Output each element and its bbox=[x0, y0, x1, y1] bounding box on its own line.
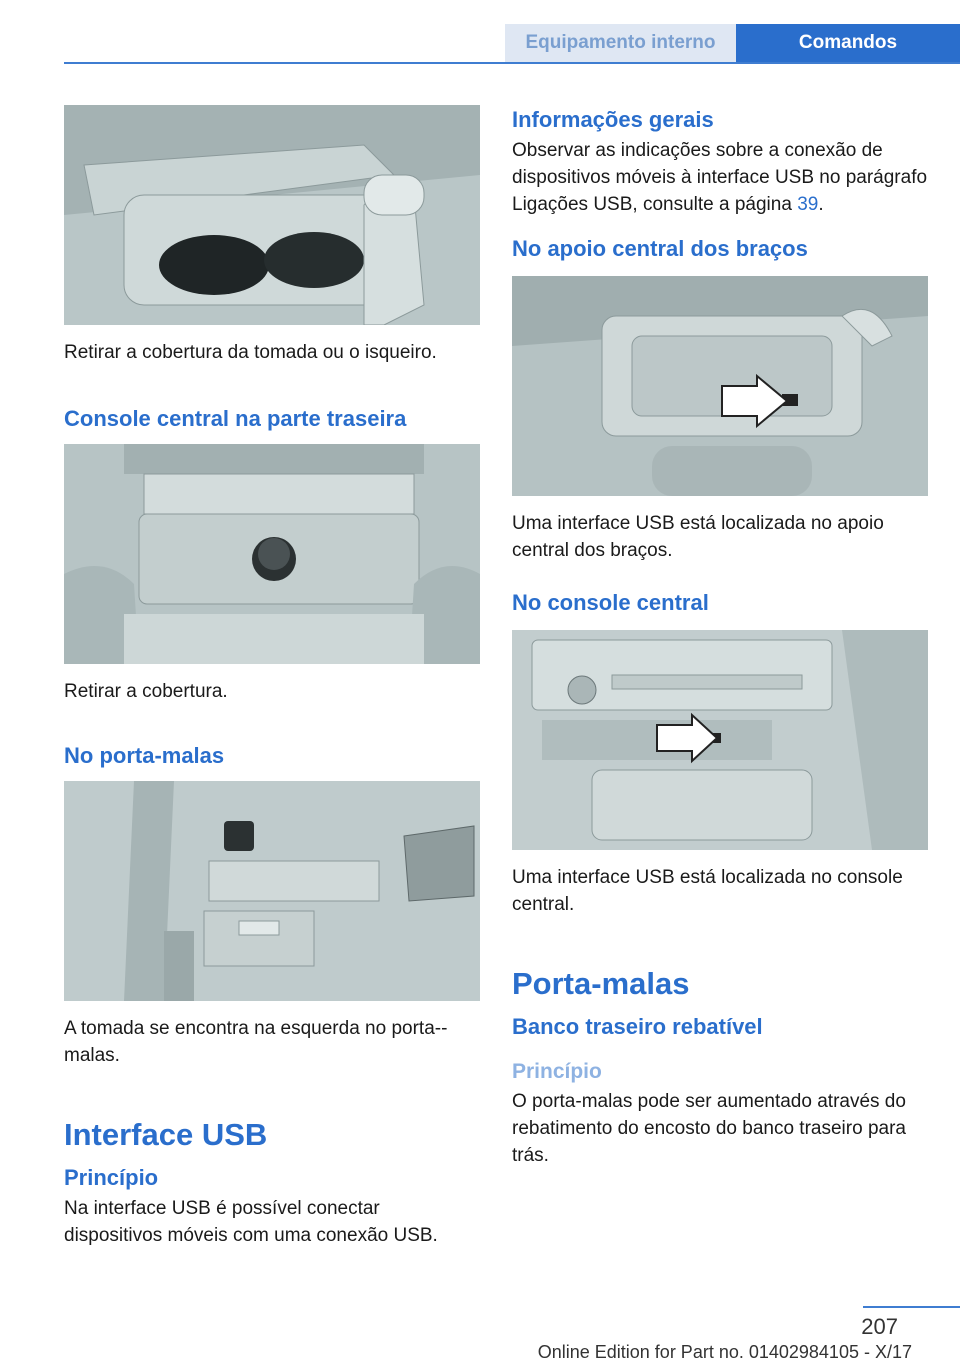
text-general-post: . bbox=[818, 194, 824, 215]
heading-principle-trunk: Princípio bbox=[512, 1060, 602, 1083]
page-link[interactable]: 39 bbox=[797, 194, 819, 215]
heading-center-console: No console central bbox=[512, 590, 709, 615]
heading-armrest: No apoio central dos braços bbox=[512, 236, 808, 261]
caption-socket: Retirar a cobertura da tomada ou o isque… bbox=[64, 342, 437, 363]
heading-principle-usb: Princípio bbox=[64, 1165, 159, 1190]
page-header: Equipamento interno Comandos bbox=[0, 0, 960, 64]
figure-rear-console bbox=[64, 444, 480, 664]
text-principle-trunk: O porta-malas pode ser aumentado através… bbox=[512, 1091, 906, 1166]
text-principle-usb: Na interface USB é possível conectar dis… bbox=[64, 1198, 438, 1246]
figure-armrest-usb bbox=[512, 276, 928, 496]
page-number: 207 bbox=[861, 1314, 898, 1339]
heading-trunk-socket: No porta-malas bbox=[64, 743, 225, 768]
text-general-info: Observar as indicações sobre a conexão d… bbox=[512, 137, 928, 218]
caption-armrest: Uma interface USB está localizada no apo… bbox=[512, 513, 884, 561]
edition-note: Online Edition for Part no. 01402984105 … bbox=[537, 1342, 912, 1362]
right-column: Informações gerais Observar as indicaçõe… bbox=[512, 105, 928, 1169]
caption-console: Uma interface USB está localizada no con… bbox=[512, 867, 903, 915]
figure-trunk-socket bbox=[64, 781, 480, 1001]
section-tab[interactable]: Equipamento interno bbox=[505, 24, 736, 62]
left-column: Retirar a cobertura da tomada ou o isque… bbox=[64, 105, 480, 1249]
heading-folding-seat: Banco traseiro rebatível bbox=[512, 1014, 763, 1039]
text-general-pre: Observar as indicações sobre a conexão d… bbox=[512, 140, 928, 215]
header-rule bbox=[64, 62, 960, 64]
figure-console-usb bbox=[512, 630, 928, 850]
caption-trunk-socket: A tomada se encontra na esquerda no port… bbox=[64, 1018, 448, 1066]
heading-rear-console: Console central na parte traseira bbox=[64, 406, 407, 431]
footer-rule bbox=[863, 1306, 960, 1308]
heading-general-info: Informações gerais bbox=[512, 107, 714, 132]
heading-trunk: Porta-malas bbox=[512, 966, 690, 1001]
heading-usb-interface: Interface USB bbox=[64, 1117, 268, 1152]
figure-cupholder-socket bbox=[64, 105, 480, 325]
chapter-tab[interactable]: Comandos bbox=[736, 24, 960, 62]
caption-rear-console: Retirar a cobertura. bbox=[64, 681, 228, 702]
